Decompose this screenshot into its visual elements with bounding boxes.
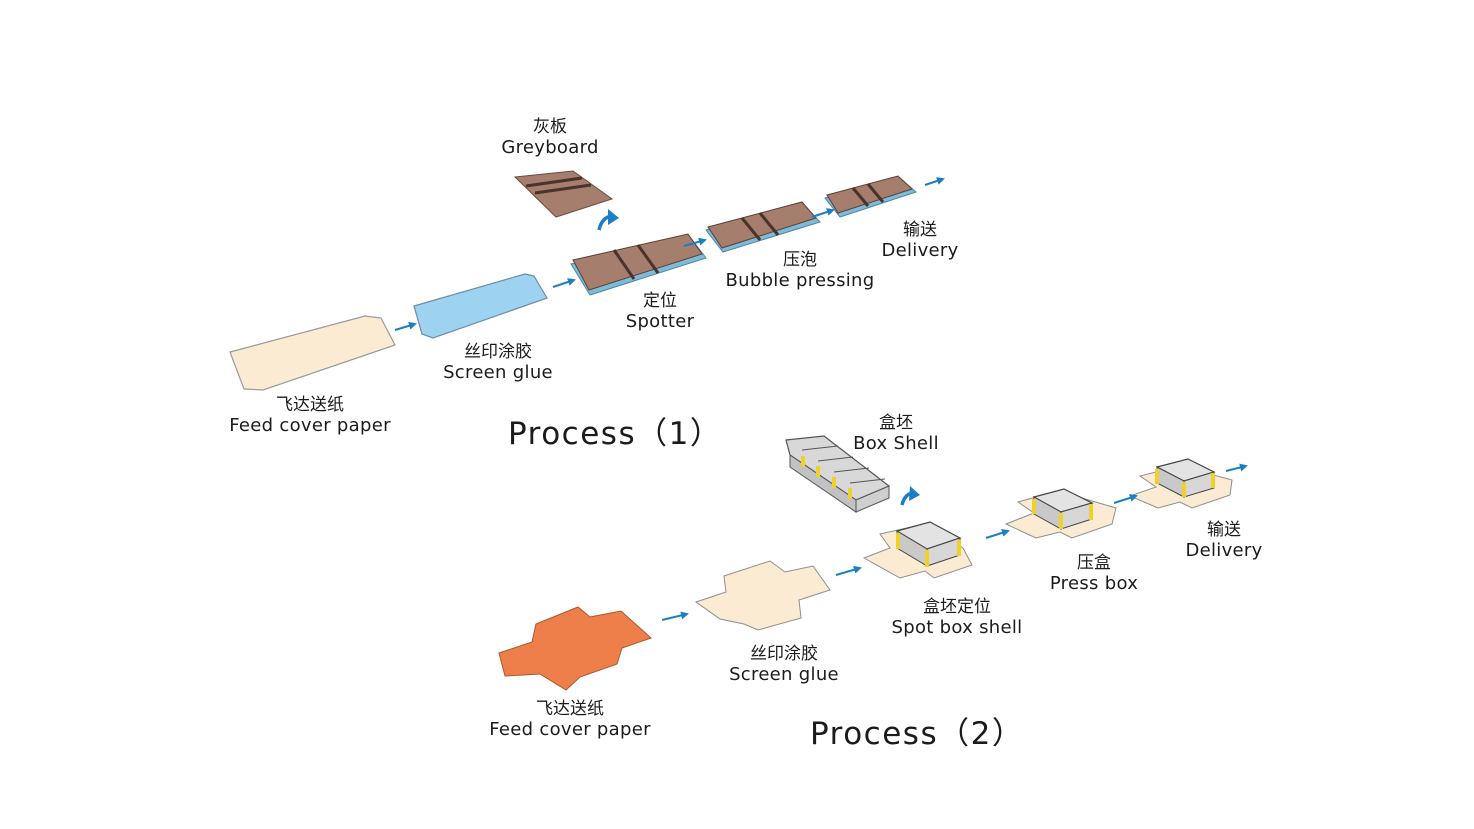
greyboard-pieces: [513, 170, 614, 218]
orange-feed-paper: [498, 606, 652, 691]
feed-cover-paper-label: 飞达送纸 Feed cover paper: [229, 395, 391, 436]
delivery-board: [824, 175, 917, 218]
bubble-pressing-board: [705, 201, 821, 253]
box-shell-label: 盒坯 Box Shell: [853, 413, 939, 454]
process1-flow-arrows: [394, 177, 945, 331]
greyboard-label: 灰板 Greyboard: [501, 117, 599, 158]
screen-glue-label: 丝印涂胶 Screen glue: [443, 342, 553, 383]
delivery-label-1: 输送 Delivery: [881, 220, 959, 261]
feed-cover-paper-label-2: 飞达送纸 Feed cover paper: [489, 699, 651, 740]
spotter-board: [570, 233, 707, 296]
press-box-label: 压盒 Press box: [1049, 553, 1139, 594]
delivery-box-assembly: [1128, 458, 1233, 509]
process2-flow-arrows: [661, 463, 1248, 621]
spotter-label: 定位 Spotter: [625, 291, 695, 332]
box-shell-strip: [785, 435, 891, 513]
spot-box-shell-assembly: [862, 521, 973, 579]
screen-glue-sheet: [413, 273, 548, 339]
screen-glue-paper: [694, 560, 831, 631]
delivery-label-2: 输送 Delivery: [1185, 520, 1263, 561]
spot-box-shell-label: 盒坯定位 Spot box shell: [891, 597, 1023, 638]
greyboard-drop-arrow: [597, 209, 619, 231]
process-1-title: Process（1）: [508, 416, 723, 452]
press-box-assembly: [1004, 488, 1117, 539]
bubble-pressing-label: 压泡 Bubble pressing: [725, 250, 875, 291]
screen-glue-label-2: 丝印涂胶 Screen glue: [729, 644, 839, 685]
box-shell-drop-arrow: [900, 486, 920, 506]
process-2-title: Process（2）: [810, 716, 1025, 752]
feed-cover-paper-sheet: [229, 315, 396, 391]
